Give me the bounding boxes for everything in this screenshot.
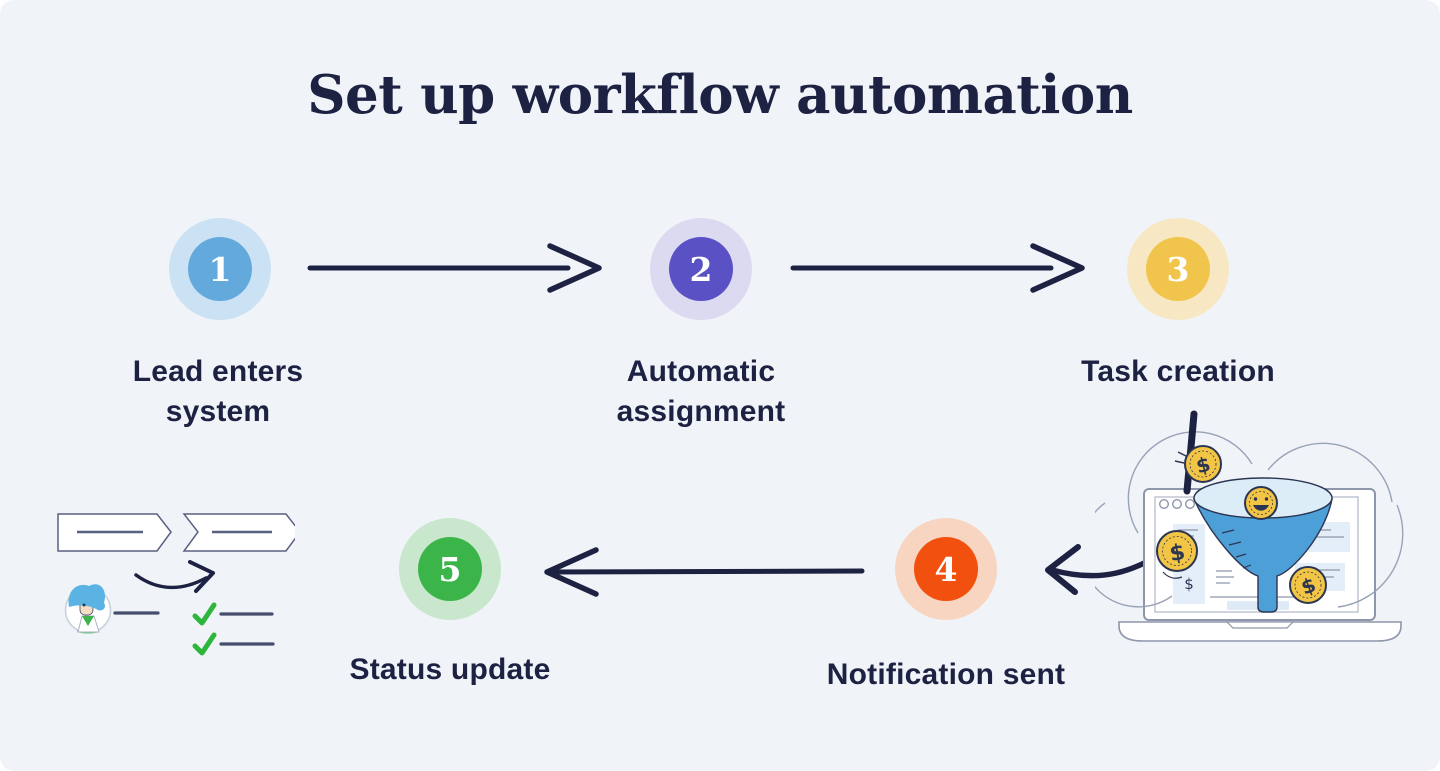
svg-text:$: $ xyxy=(1168,540,1187,567)
funnel-ticks xyxy=(1221,529,1252,569)
step-3-number: 3 xyxy=(1166,249,1190,289)
step-1-number: 1 xyxy=(208,249,232,289)
step-1-badge: 1 xyxy=(169,218,271,320)
step-2-number: 2 xyxy=(689,249,713,289)
page-title: Set up workflow automation xyxy=(307,64,1133,126)
step-5-label: Status update xyxy=(349,653,551,686)
step-4-number: 4 xyxy=(934,549,958,589)
step-5-circle: 5 xyxy=(418,537,482,601)
arrow-left-icon xyxy=(544,547,865,597)
swirl-lines xyxy=(1095,431,1404,608)
smiley-coin-icon xyxy=(1244,486,1278,520)
step-3-label: Task creation xyxy=(1081,355,1275,388)
step-4-badge: 4 xyxy=(895,518,997,620)
dollar-coin-icon: $ xyxy=(1174,445,1222,483)
step-3-circle: 3 xyxy=(1146,237,1210,301)
dollar-coin-icon: $ $ xyxy=(1156,530,1198,593)
laptop-base xyxy=(1118,621,1402,642)
pipeline-stage-chevrons xyxy=(57,513,295,552)
step-4-label: Notification sent xyxy=(826,658,1066,691)
svg-text:$: $ xyxy=(1184,575,1194,593)
check-icon xyxy=(192,632,217,656)
step-5-number: 5 xyxy=(438,549,462,589)
arrow-right-icon xyxy=(307,243,602,293)
step-4-circle: 4 xyxy=(914,537,978,601)
check-icon xyxy=(192,602,217,626)
step-2-label: Automatic assignment xyxy=(616,355,786,428)
avatar xyxy=(64,584,112,634)
arrow-right-icon xyxy=(790,243,1085,293)
browser-dots-icon xyxy=(1158,499,1195,510)
curved-arrow-up-right-icon xyxy=(134,560,215,593)
step-1-label: Lead enters system xyxy=(132,355,304,428)
step-5-badge: 5 xyxy=(399,518,501,620)
funnel-body xyxy=(1192,498,1333,613)
step-2-badge: 2 xyxy=(650,218,752,320)
step-1-circle: 1 xyxy=(188,237,252,301)
lead-funnel-laptop-illustration: $ $ $ $ xyxy=(1095,410,1404,642)
hair xyxy=(68,584,106,611)
step-2-circle: 2 xyxy=(669,237,733,301)
svg-text:$: $ xyxy=(1194,452,1213,479)
dollar-coin-icon: $ xyxy=(1289,566,1327,604)
status-checklist-illustration xyxy=(57,513,295,656)
step-3-badge: 3 xyxy=(1127,218,1229,320)
